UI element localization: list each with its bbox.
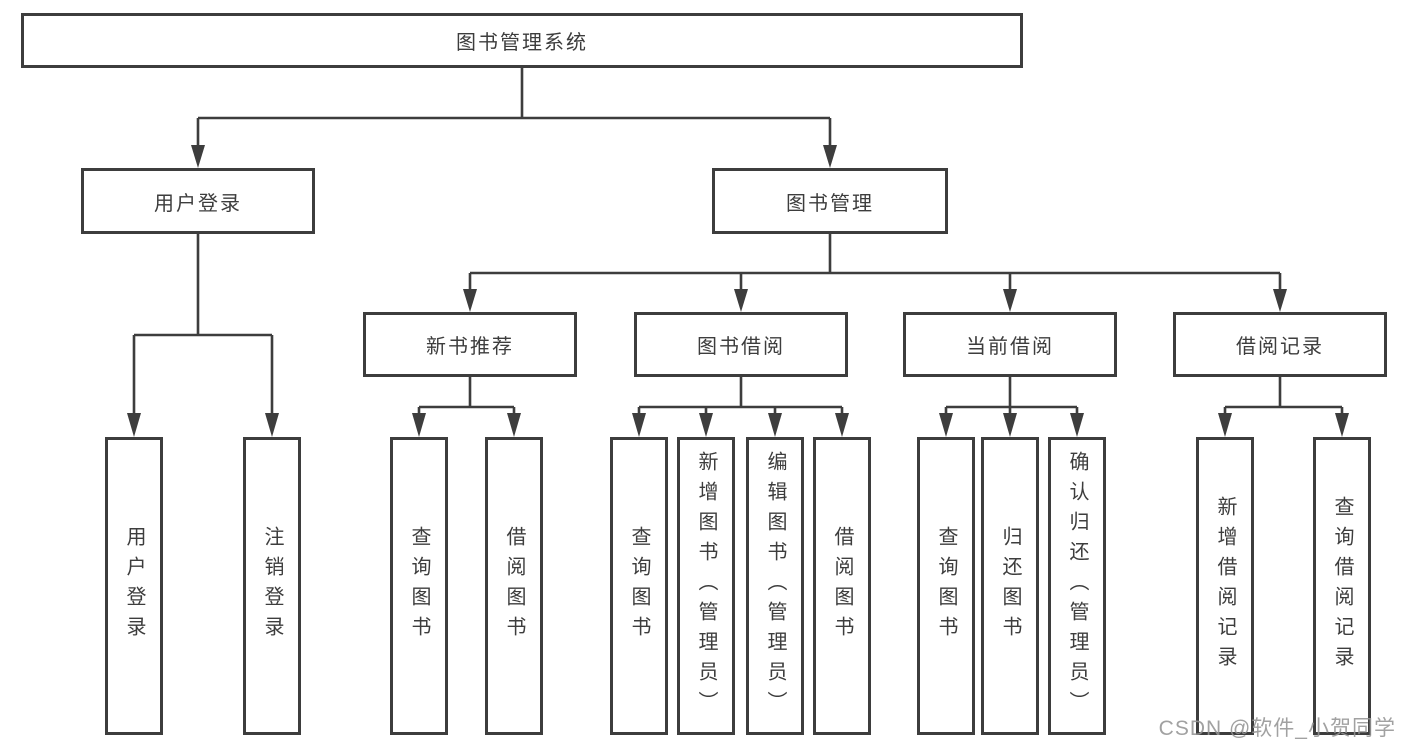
leaf-label: 新增借阅记录 [1214,496,1236,676]
connector-userlogin-to-leaves [132,234,274,414]
leaf-label: 查询图书 [935,526,957,646]
node-new-book-recommendation: 新书推荐 [363,312,577,377]
node-label: 图书管理系统 [456,32,588,54]
arrowheads [127,145,1349,437]
leaf-label: 新增图书（管理员） [695,451,717,721]
leaf-user-login: 用户登录 [105,437,163,735]
leaf-label: 查询借阅记录 [1331,496,1353,676]
leaf-label: 查询图书 [628,526,650,646]
node-label: 新书推荐 [426,336,514,358]
node-label: 借阅记录 [1236,336,1324,358]
leaf-logout: 注销登录 [243,437,301,735]
leaf-label: 编辑图书（管理员） [764,451,786,721]
leaf-label: 用户登录 [123,526,145,646]
leaf-query-books: 查询图书 [390,437,448,735]
node-library-management-system: 图书管理系统 [21,13,1023,68]
leaf-return-books: 归还图书 [981,437,1039,735]
node-label: 当前借阅 [966,336,1054,358]
connector-borrowrec-to-leaves [1223,377,1344,414]
leaf-label: 注销登录 [261,526,283,646]
leaf-query-borrow-record: 查询借阅记录 [1313,437,1371,735]
csdn-watermark: CSDN @软件_小贺同学 [1158,717,1396,740]
leaf-label: 归还图书 [999,526,1021,646]
leaf-label: 借阅图书 [503,526,525,646]
connector-bookmgmt-to-level2 [468,234,1282,290]
node-book-borrowing: 图书借阅 [634,312,848,377]
node-current-borrowing: 当前借阅 [903,312,1117,377]
leaf-query-books: 查询图书 [917,437,975,735]
leaf-edit-books-admin: 编辑图书（管理员） [746,437,804,735]
node-label: 用户登录 [154,192,242,215]
leaf-add-borrow-record: 新增借阅记录 [1196,437,1254,735]
node-user-login: 用户登录 [81,168,315,234]
leaf-borrow-books: 借阅图书 [813,437,871,735]
leaf-label: 借阅图书 [831,526,853,646]
connector-newbook-to-leaves [417,377,516,414]
connector-curborrow-to-leaves [944,377,1079,414]
leaf-confirm-return-admin: 确认归还（管理员） [1048,437,1106,735]
node-book-management: 图书管理 [712,168,948,234]
node-label: 图书借阅 [697,336,785,358]
leaf-add-books-admin: 新增图书（管理员） [677,437,735,735]
connector-root-to-level1 [196,68,832,146]
leaf-borrow-books: 借阅图书 [485,437,543,735]
leaf-label: 确认归还（管理员） [1066,451,1088,721]
connector-bookborrow-to-leaves [637,377,844,414]
node-label: 图书管理 [786,192,874,215]
leaf-label: 查询图书 [408,526,430,646]
node-borrowing-records: 借阅记录 [1173,312,1387,377]
leaf-query-books: 查询图书 [610,437,668,735]
